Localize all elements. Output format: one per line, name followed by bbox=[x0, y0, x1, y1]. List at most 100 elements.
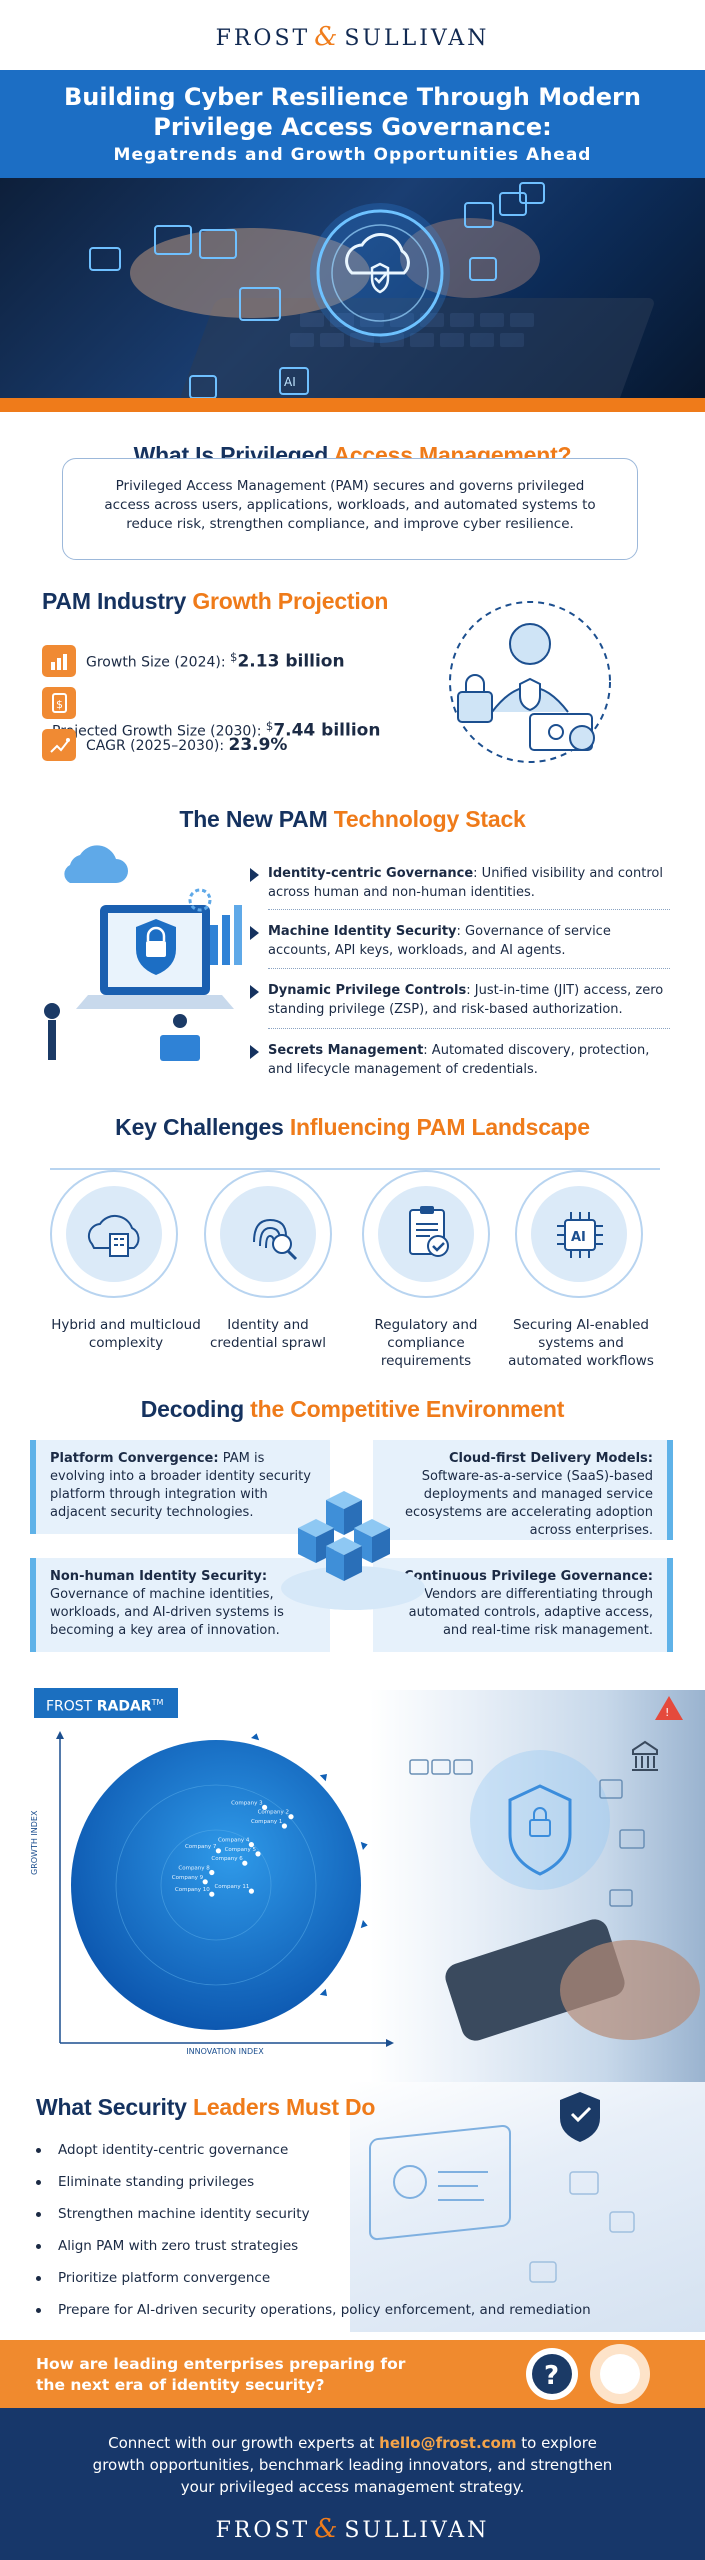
must-do-text: Prepare for AI-driven security operation… bbox=[58, 2302, 591, 2318]
brand-left-text: FROST bbox=[215, 26, 311, 51]
cta-decor-circle bbox=[590, 2344, 650, 2404]
footer-brand-logo: FROST&SULLIVAN bbox=[0, 2514, 705, 2544]
frost-radar-tag: FROST RADARTM bbox=[34, 1688, 178, 1718]
competitive-item-text: Vendors are differentiating through auto… bbox=[408, 1587, 653, 1638]
contact-email-link[interactable]: hello@frost.com bbox=[379, 2434, 517, 2452]
cta-banner: How are leading enterprises preparing fo… bbox=[0, 2340, 705, 2408]
must-do-text: Eliminate standing privileges bbox=[58, 2174, 255, 2190]
stack-item-text: : Automated discovery, protection, and l… bbox=[268, 1043, 650, 1077]
challenge-circle-ai: AI bbox=[515, 1170, 643, 1298]
divider bbox=[268, 909, 670, 910]
radar-company-label: Company 9 bbox=[172, 1875, 204, 1881]
competitive-item-cloud-first: Cloud-first Delivery Models: Software-as… bbox=[373, 1440, 673, 1540]
radar-company-point bbox=[288, 1814, 294, 1820]
divider bbox=[268, 968, 670, 969]
challenge-label-ai: Securing AI-enabled systems and automate… bbox=[508, 1317, 654, 1369]
stack-item-title: Machine Identity Security bbox=[268, 924, 457, 939]
brand-right-text: SULLIVAN bbox=[344, 26, 490, 51]
section-title-part-b: Technology Stack bbox=[333, 806, 526, 832]
radar-perimeter-arrow bbox=[360, 1841, 368, 1850]
competitive-item-title: Non-human Identity Security: bbox=[50, 1569, 268, 1584]
bar-chart-icon bbox=[42, 645, 76, 677]
svg-text:!: ! bbox=[665, 1706, 669, 1719]
stat-currency: $ bbox=[265, 719, 274, 733]
challenges-connector-line bbox=[50, 1168, 660, 1170]
competitive-item-title: Continuous Privilege Governance: bbox=[404, 1569, 653, 1584]
radar-company-point bbox=[202, 1879, 208, 1885]
stack-item-text: : Unified visibility and control across … bbox=[268, 866, 663, 900]
challenge-label-hybrid: Hybrid and multicloud complexity bbox=[51, 1317, 201, 1351]
section-title-part-a: Decoding bbox=[140, 1396, 251, 1422]
must-do-item: Align PAM with zero trust strategies bbox=[35, 2238, 298, 2254]
radar-company-point bbox=[248, 1888, 254, 1894]
brand-left-text: FROST bbox=[215, 2518, 311, 2543]
challenge-circle-hybrid bbox=[50, 1170, 178, 1298]
challenge-label-regulatory: Regulatory and compliance requirements bbox=[374, 1317, 478, 1369]
competitive-item-title: Platform Convergence: bbox=[50, 1451, 219, 1466]
section-title-part-a: Key Challenges bbox=[115, 1114, 290, 1140]
section-title-must-do: What Security Leaders Must Do bbox=[36, 2094, 375, 2121]
radar-company-label: Company 6 bbox=[211, 1856, 243, 1862]
stat-text: Growth Size (2024): $2.13 billion bbox=[86, 650, 345, 672]
title-line-2: Privilege Access Governance: bbox=[153, 113, 552, 141]
radar-tag-prefix: FROST bbox=[46, 1698, 97, 1715]
stack-item-title: Identity-centric Governance bbox=[268, 866, 474, 881]
section-title-growth: PAM Industry Growth Projection bbox=[42, 588, 388, 615]
ai-chip-icon: AI bbox=[557, 1212, 603, 1258]
stat-growth-2030: $ Projected Growth Size (2030): $7.44 bi… bbox=[42, 687, 412, 741]
section-title-competitive: Decoding the Competitive Environment bbox=[0, 1396, 705, 1423]
stat-label: Growth Size (2024): bbox=[86, 654, 231, 671]
must-do-item: Strengthen machine identity security bbox=[36, 2206, 310, 2222]
section-title-part-b: Influencing PAM Landscape bbox=[289, 1114, 590, 1140]
footer-text: Connect with our growth experts at hello… bbox=[0, 2408, 705, 2498]
radar-perimeter-arrow bbox=[319, 1988, 328, 1997]
radar-perimeter-arrow bbox=[360, 1920, 368, 1929]
must-do-text: Adopt identity-centric governance bbox=[58, 2142, 289, 2158]
section-title-part-a: PAM Industry bbox=[42, 588, 193, 614]
radar-company-label: Company 11 bbox=[214, 1884, 249, 1890]
radar-perimeter-arrow bbox=[319, 1773, 328, 1782]
svg-text:AI: AI bbox=[284, 375, 296, 389]
radar-tag-name: RADAR bbox=[96, 1698, 152, 1715]
radar-company-label: Company 1 bbox=[251, 1819, 282, 1825]
stack-item-text: : Just-in-time (JIT) access, zero standi… bbox=[268, 983, 664, 1017]
section-title-challenges: Key Challenges Influencing PAM Landscape bbox=[0, 1114, 705, 1141]
radar-ring bbox=[115, 1784, 317, 1986]
section-title-part-a: The New PAM bbox=[179, 806, 334, 832]
brand-ampersand: & bbox=[314, 2514, 341, 2544]
radar-company-point bbox=[242, 1860, 248, 1866]
cloud-building-icon bbox=[87, 1214, 140, 1257]
stat-currency: $ bbox=[230, 650, 238, 665]
header-bar: FROST&SULLIVAN bbox=[0, 0, 705, 70]
radar-company-point bbox=[209, 1891, 215, 1897]
server-cubes-illustration bbox=[268, 1470, 438, 1620]
stack-item-title: Dynamic Privilege Controls bbox=[268, 983, 467, 998]
page-subtitle: Megatrends and Growth Opportunities Ahea… bbox=[113, 145, 592, 165]
svg-text:AI: AI bbox=[571, 1230, 586, 1245]
question-mark-icon: ? bbox=[526, 2348, 578, 2400]
must-do-item: Adopt identity-centric governance bbox=[35, 2142, 289, 2158]
must-do-text: Prioritize platform convergence bbox=[58, 2270, 271, 2286]
title-band: Building Cyber Resilience Through Modern… bbox=[0, 70, 705, 178]
footer: Connect with our growth experts at hello… bbox=[0, 2408, 705, 2560]
id-card-illustration bbox=[369, 2092, 635, 2283]
brand-right-text: SULLIVAN bbox=[344, 2518, 490, 2543]
section-title-part-a: What Security bbox=[36, 2094, 193, 2120]
hero-image: AI bbox=[0, 178, 705, 398]
stack-item-secrets-management: Secrets Management: Automated discovery,… bbox=[250, 1041, 673, 1079]
cta-question: How are leading enterprises preparing fo… bbox=[36, 2355, 406, 2394]
competitive-item-platform-convergence: Platform Convergence: PAM is evolving in… bbox=[30, 1440, 330, 1534]
clipboard-check-icon bbox=[409, 1206, 449, 1257]
footer-text-a: Connect with our growth experts at bbox=[108, 2434, 380, 2452]
radar-company-point bbox=[262, 1804, 268, 1810]
hero-illustration: AI bbox=[89, 182, 654, 398]
stat-value: 2.13 billion bbox=[237, 651, 345, 672]
brand-ampersand: & bbox=[314, 22, 341, 52]
radar-company-point bbox=[248, 1842, 254, 1848]
radar-company-label: Company 10 bbox=[175, 1887, 210, 1893]
challenge-circle-identity bbox=[204, 1170, 332, 1298]
radar-company-point bbox=[215, 1848, 221, 1854]
radar-company-label: Company 8 bbox=[178, 1866, 210, 1872]
y-axis-arrow bbox=[56, 1731, 64, 1739]
